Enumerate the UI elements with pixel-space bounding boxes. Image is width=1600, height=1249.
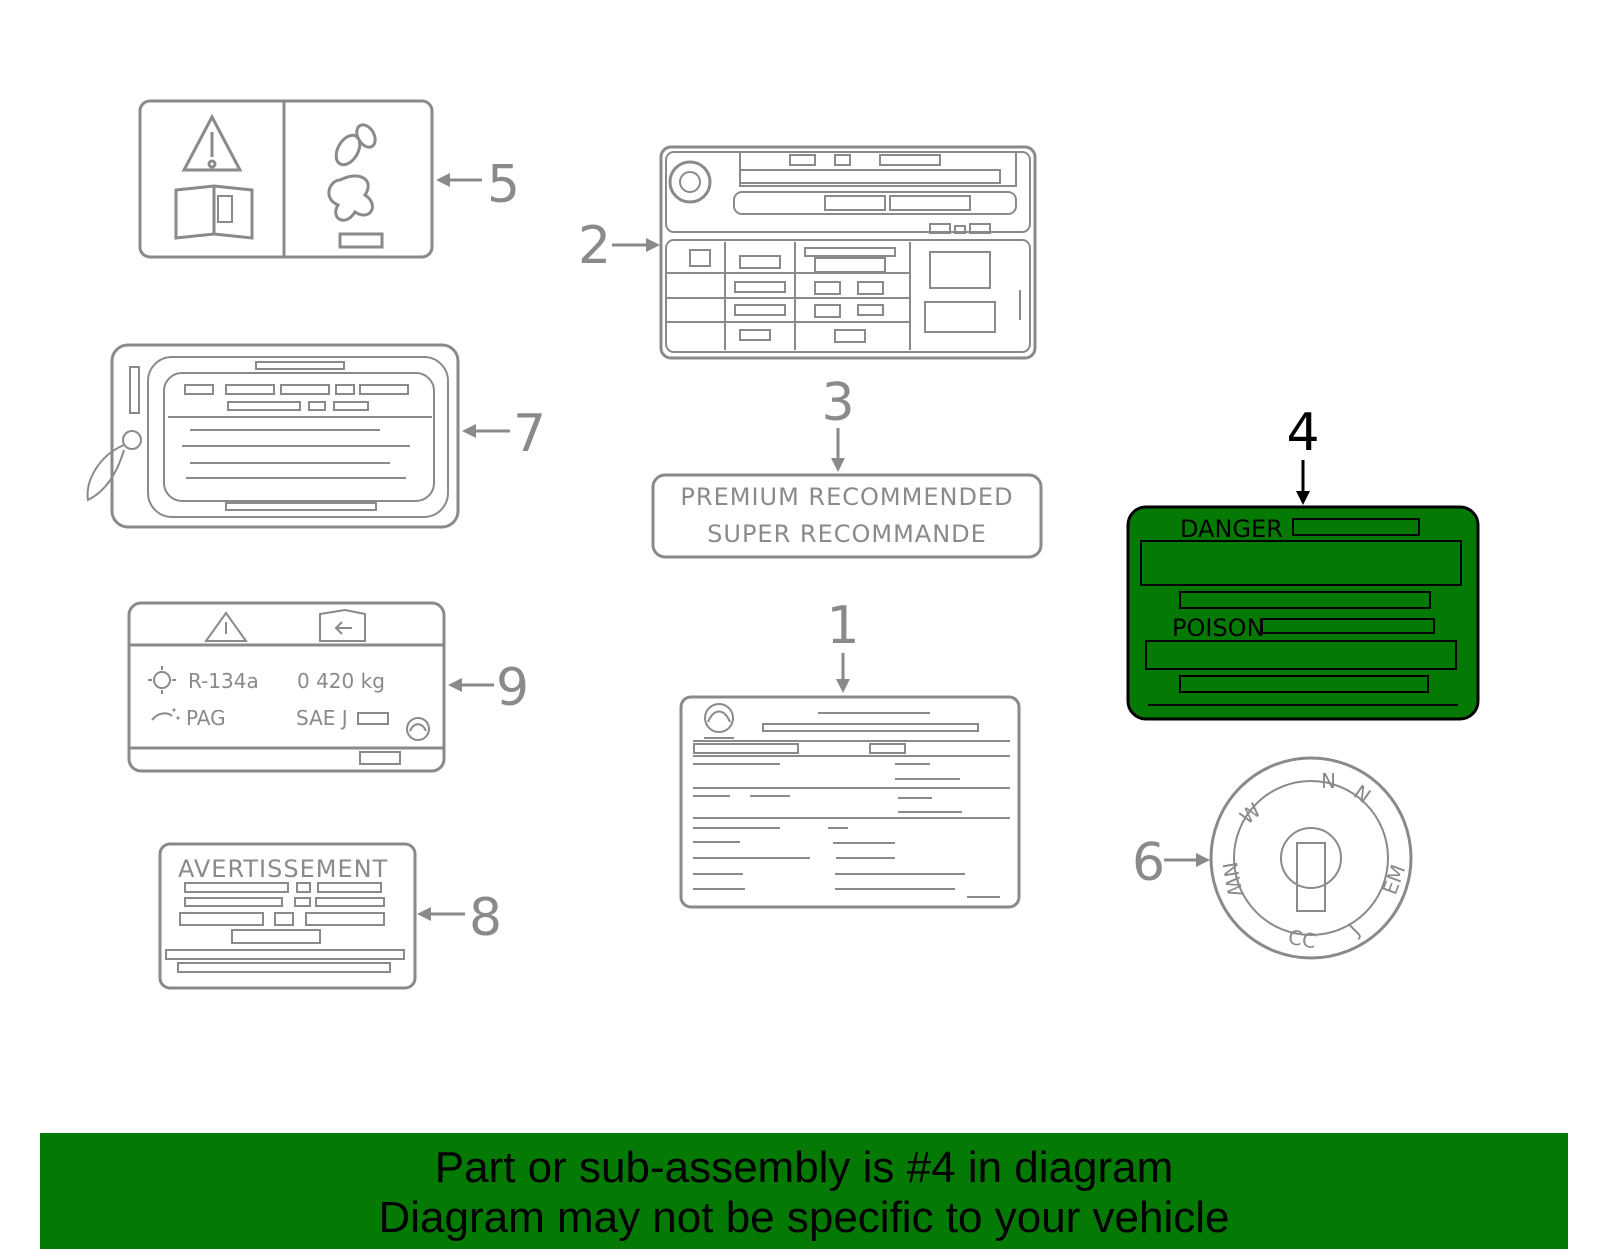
callout-number-2: 2: [578, 216, 611, 276]
oil-type: PAG: [186, 706, 226, 730]
callout-number-7: 7: [513, 404, 546, 464]
label-4-poison-text: POISON: [1172, 614, 1265, 642]
callout-number-9: 9: [496, 658, 529, 718]
label-1[interactable]: [679, 695, 1021, 909]
label-3[interactable]: PREMIUM RECOMMENDED SUPER RECOMMANDE: [651, 473, 1043, 559]
callout-3: 3: [821, 373, 855, 472]
callout-number-1: 1: [826, 596, 859, 656]
callout-1: 1: [826, 596, 860, 693]
sun-icon: [148, 666, 176, 694]
ring-letter-nw: NW: [1217, 860, 1247, 899]
callout-number-5: 5: [487, 155, 520, 215]
mazda-logo-icon: [406, 717, 430, 741]
callout-2: 2: [578, 216, 660, 276]
callout-number-3: 3: [821, 373, 854, 433]
callout-6: 6: [1132, 833, 1210, 893]
label-8[interactable]: AVERTISSEMENT: [158, 842, 417, 990]
ring-letter-n1: N: [1321, 769, 1336, 793]
ring-letter-cc: CC: [1286, 925, 1318, 953]
label-3-line1: PREMIUM RECOMMENDED: [680, 483, 1013, 511]
callout-5: 5: [436, 155, 520, 215]
oil-drop-icon: [151, 708, 180, 721]
callout-number-4: 4: [1286, 403, 1319, 463]
label-6[interactable]: N N W EM NW CC J: [1209, 756, 1413, 960]
tag-icon: [86, 430, 142, 502]
manual-book-icon: [174, 184, 254, 240]
label-9[interactable]: R-134a 0 420 kg PAG SAE J: [127, 601, 446, 773]
label-8-heading: AVERTISSEMENT: [178, 855, 388, 883]
banner-line-2: Diagram may not be specific to your vehi…: [378, 1193, 1230, 1242]
label-4-danger-text: DANGER: [1180, 515, 1283, 543]
label-3-line2: SUPER RECOMMANDE: [707, 520, 987, 548]
callout-4: 4: [1286, 403, 1320, 505]
label-2[interactable]: [659, 145, 1037, 360]
label-7[interactable]: [86, 343, 460, 529]
callout-7: 7: [462, 404, 546, 464]
tire-icon: [668, 160, 712, 204]
manual-arrow-icon: [319, 608, 366, 642]
banner-line-1: Part or sub-assembly is #4 in diagram: [434, 1143, 1174, 1192]
label-5[interactable]: [138, 99, 434, 259]
sae-spec: SAE J: [296, 706, 348, 730]
warning-triangle-icon: [181, 113, 243, 172]
ring-letter-n2: N: [1349, 780, 1375, 808]
callout-8: 8: [417, 888, 502, 948]
warning-triangle-icon: [204, 611, 248, 642]
mazda-logo-icon: [704, 703, 734, 739]
ring-letter-w: W: [1235, 798, 1266, 829]
label-4-highlighted[interactable]: DANGER POISON: [1126, 505, 1480, 721]
callout-number-6: 6: [1132, 833, 1165, 893]
callout-9: 9: [448, 658, 529, 718]
callout-number-8: 8: [469, 888, 502, 948]
notice-banner: Part or sub-assembly is #4 in diagram Di…: [40, 1133, 1568, 1249]
refrigerant-type: R-134a: [188, 669, 259, 693]
refrigerant-amount: 0 420 kg: [297, 669, 385, 693]
fan-icon: [327, 123, 377, 222]
